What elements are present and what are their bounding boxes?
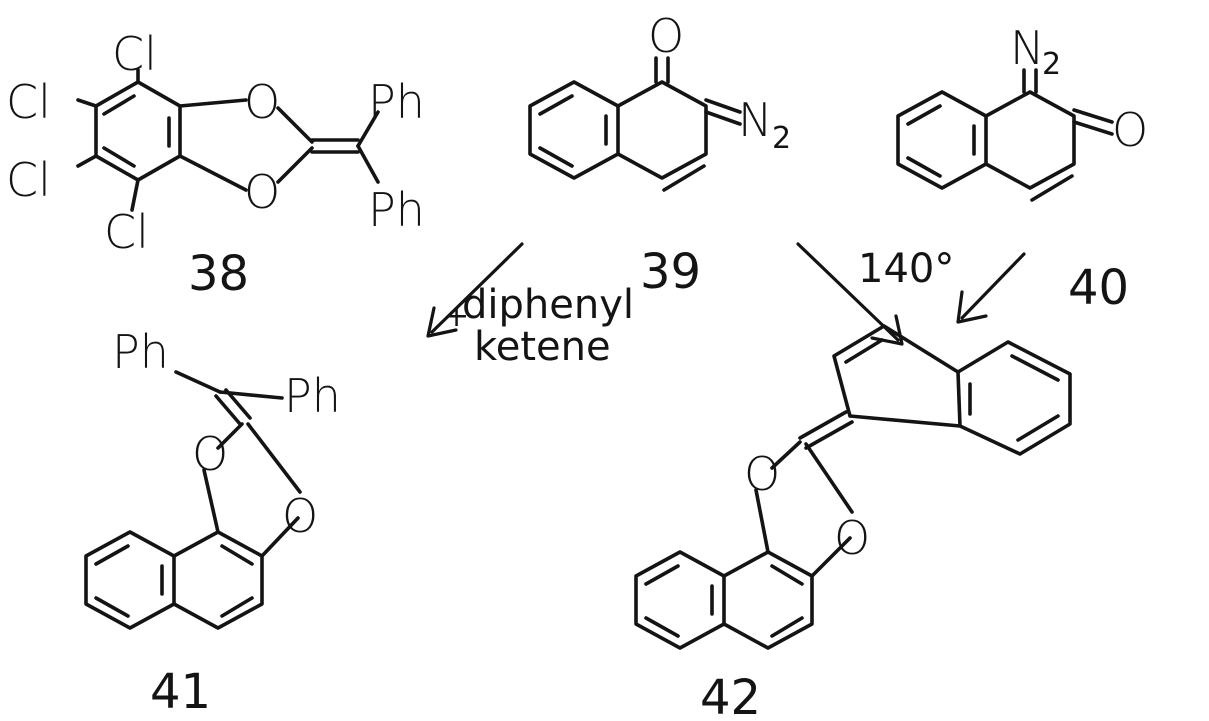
c40-diazo-subscript: 2 — [1042, 47, 1061, 82]
arrow-39-to-41-head — [426, 306, 458, 338]
c39-second-ring — [616, 80, 708, 180]
c42-oxygen-label-right: O — [834, 511, 870, 565]
arrow-40-to-42-head — [956, 290, 988, 324]
c42-indene-inner-1 — [1010, 354, 1060, 382]
c41-exo-double-bond-a — [214, 394, 242, 426]
compound-number-42: 42 — [700, 670, 761, 721]
c41-phenyl-label-right: Ph — [284, 369, 341, 423]
arrow-39-to-42-shaft — [796, 242, 900, 342]
temperature-label: 140° — [858, 246, 954, 292]
c40-ring-double-bond — [1030, 174, 1074, 202]
c38-o-c-bond-top — [276, 106, 314, 144]
c40-oxygen-label: O — [1112, 103, 1148, 157]
c42-indene-inner-2 — [1016, 414, 1060, 442]
c38-inner-bond-2 — [102, 146, 136, 168]
c40-second-ring — [984, 90, 1076, 190]
c40-inner-bond-2 — [906, 156, 942, 178]
c42-o-c-right — [804, 442, 854, 514]
c42-exo-double-bond-b — [804, 420, 854, 450]
c38-inner-bond-1 — [102, 94, 136, 116]
c41-o-c-left — [216, 422, 244, 450]
arrow-39-to-41-shaft — [430, 242, 524, 334]
c41-ph-bond-top — [174, 370, 222, 394]
compound-39: O N 2 39 — [528, 9, 791, 300]
compound-38: Cl Cl Cl Cl O O Ph Ph 38 — [6, 27, 425, 302]
c38-cl-bond-upper-left — [76, 98, 98, 108]
c39-diazo-bond-a — [704, 98, 742, 114]
reagent-label-line1: diphenyl — [462, 282, 634, 328]
c39-inner-bond-1 — [538, 94, 574, 116]
reaction-arrow-middle: 140° — [796, 242, 954, 346]
c38-ph-bond-bottom — [356, 144, 380, 184]
compound-40: N 2 O 40 — [896, 21, 1148, 316]
c39-ring-double-bond — [662, 164, 706, 192]
c42-exo-double-bond-a — [798, 410, 848, 440]
c41-o-bond-left — [202, 468, 220, 534]
c38-phenyl-label-bottom: Ph — [368, 183, 425, 237]
compound-42: O O 42 — [634, 324, 1072, 721]
c42-o-bond-right — [810, 536, 852, 578]
c38-phenyl-label-top: Ph — [368, 75, 425, 129]
c38-cl-bond-bottom — [130, 178, 140, 212]
compound-number-38: 38 — [188, 246, 249, 302]
c42-oxygen-label-left: O — [744, 447, 780, 501]
c42-left-inner-1 — [644, 564, 680, 586]
c42-indene-benzene — [956, 340, 1072, 456]
c40-carbonyl-bond-b — [1072, 120, 1114, 136]
c38-cl-bond-lower-left — [76, 154, 98, 168]
compound-number-40: 40 — [1068, 260, 1129, 316]
arrow-40-to-42-shaft — [960, 252, 1026, 320]
c41-right-inner-1 — [220, 544, 254, 566]
c41-o-c-right — [246, 422, 302, 494]
compound-number-39: 39 — [640, 244, 701, 300]
c40-inner-bond-1 — [906, 104, 942, 126]
c41-left-inner-2 — [94, 596, 130, 618]
c39-oxygen-label: O — [648, 9, 684, 63]
c41-oxygen-label-left: O — [192, 427, 228, 481]
c38-oxygen-label-bottom: O — [244, 165, 280, 219]
c39-diazo-label: N — [738, 93, 772, 147]
c39-diazo-subscript: 2 — [772, 121, 791, 156]
c41-ph-bond-right — [218, 390, 284, 400]
c42-five-ring — [832, 324, 962, 428]
c41-ring-right — [172, 530, 264, 630]
c42-o-bond-left — [754, 488, 770, 554]
c38-ph-bond-top — [356, 110, 380, 148]
c38-oxygen-label-top: O — [244, 75, 280, 129]
c38-cl-label-upper-left: Cl — [6, 75, 51, 129]
reaction-arrow-left: + diphenyl ketene — [426, 242, 634, 370]
c41-phenyl-label-top: Ph — [112, 325, 169, 379]
c41-right-inner-2 — [220, 596, 254, 618]
c42-five-ring-double — [844, 338, 884, 364]
c38-o-bond-bottom — [178, 154, 248, 192]
reaction-arrow-right — [956, 252, 1026, 324]
c42-left-inner-2 — [644, 616, 680, 638]
c41-left-inner-1 — [94, 544, 130, 566]
c39-diazo-bond-b — [704, 110, 742, 126]
compound-number-41: 41 — [150, 664, 211, 720]
c39-inner-bond-2 — [538, 146, 574, 168]
compound-41: O O Ph Ph 41 — [84, 325, 341, 720]
c38-o-bond-top — [178, 98, 248, 108]
reagent-plus-sign: + — [444, 299, 469, 334]
reagent-label-line2: ketene — [474, 324, 611, 370]
c42-o-c-left — [770, 440, 802, 470]
c42-ring-right — [722, 550, 814, 650]
c38-cl-label-lower-left: Cl — [6, 153, 51, 207]
c40-diazo-label: N — [1010, 21, 1044, 75]
c42-right-inner-1 — [770, 564, 804, 586]
c41-o-bond-right — [260, 516, 300, 558]
c41-oxygen-label-right: O — [282, 489, 318, 543]
c40-carbonyl-bond-a — [1072, 108, 1114, 124]
c38-cl-label-bottom: Cl — [104, 205, 149, 259]
c38-o-c-bond-bottom — [276, 146, 314, 184]
c42-right-inner-2 — [770, 616, 804, 638]
c38-cl-label-top: Cl — [112, 27, 157, 81]
